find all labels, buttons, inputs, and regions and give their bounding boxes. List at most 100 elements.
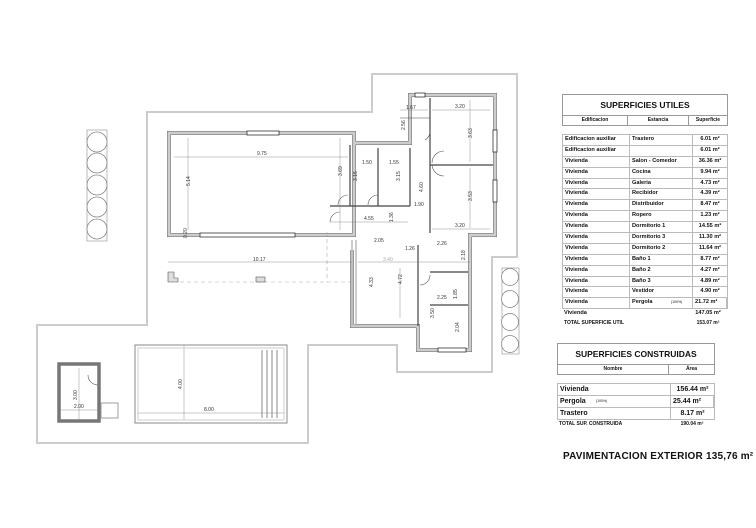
estancia-cell: Baño 3 bbox=[630, 276, 693, 287]
superficie-cell: 4.73 m² bbox=[700, 179, 720, 186]
pergola-note: (100%) bbox=[671, 300, 683, 305]
dim-label: 3.00 bbox=[73, 390, 79, 400]
pergola-note: (100%) bbox=[596, 399, 608, 403]
living-room-walls bbox=[167, 131, 356, 237]
edificacion-cell: Vivienda bbox=[563, 189, 630, 200]
estancia-cell: Vestidor bbox=[630, 287, 693, 298]
edificacion-cell: Vivienda bbox=[563, 298, 630, 309]
dim-label: 3.15 bbox=[353, 171, 359, 181]
edificacion-cell: Vivienda bbox=[563, 265, 630, 276]
dim-label: 2.04 bbox=[455, 322, 461, 332]
estancia-cell: Trastero bbox=[630, 135, 693, 145]
superficie-cell: 36.36 m² bbox=[698, 157, 722, 164]
estancia-cell: Distribuidor bbox=[630, 200, 693, 211]
dim-label: 4.60 bbox=[419, 182, 425, 192]
column-header: Superficie bbox=[695, 117, 721, 123]
dim-label: 1.36 bbox=[389, 212, 395, 222]
superficie-cell: 4.90 m² bbox=[700, 288, 720, 295]
dim-label: 1.50 bbox=[362, 160, 372, 166]
estancia-cell: Cocina bbox=[630, 167, 693, 178]
subtotal-value: 147.05 m² bbox=[695, 310, 721, 317]
tree-row-left bbox=[86, 129, 108, 242]
dim-label: 3.20 bbox=[455, 223, 465, 229]
edificacion-cell: Vivienda bbox=[563, 243, 630, 254]
dim-label: 1.55 bbox=[389, 160, 399, 166]
dim-label: 4.00 bbox=[178, 379, 184, 389]
superficie-cell: 8.47 m² bbox=[700, 201, 720, 208]
edificacion-cell: Vivienda bbox=[563, 254, 630, 265]
table-header: Edificacion Estancia Superficie bbox=[562, 116, 728, 126]
column-header: Estancia bbox=[628, 116, 689, 125]
dim-label: 1.26 bbox=[405, 246, 415, 252]
total-value: 153.07 m² bbox=[696, 320, 720, 327]
estancia-cell: Recibidor bbox=[630, 189, 693, 200]
table-row: Trastero 8.17 m² bbox=[557, 408, 715, 420]
estancia-cell: Ropero bbox=[630, 211, 693, 222]
edificacion-cell: Vivienda bbox=[563, 178, 630, 189]
estancia-cell: Baño 2 bbox=[630, 265, 693, 276]
superficie-cell: 6.01 m² bbox=[700, 136, 720, 142]
dim-label: 4.33 bbox=[369, 277, 375, 287]
dim-label: 3.15 bbox=[396, 171, 402, 181]
estancia-cell: Dormitorio 3 bbox=[630, 233, 693, 243]
estancia-cell: Dormitorio 1 bbox=[630, 222, 693, 233]
nombre-cell: Trastero bbox=[558, 408, 671, 419]
pavimentacion-exterior: PAVIMENTACION EXTERIOR 135,76 m² bbox=[563, 451, 754, 462]
column-header: Área bbox=[685, 366, 698, 372]
edificacion-cell: Vivienda bbox=[563, 200, 630, 211]
dim-label: 2.18 bbox=[461, 250, 467, 260]
superficies-utiles-table: SUPERFICIES UTILES Edificacion Estancia … bbox=[562, 94, 728, 329]
table-header: Nombre Área bbox=[557, 365, 715, 375]
dim-label: 5.14 bbox=[186, 176, 192, 186]
total-row: TOTAL SUP. CONSTRUIDA 190.04 m² bbox=[557, 420, 715, 430]
dim-label: 4.72 bbox=[398, 274, 404, 284]
superficie-cell: 21.72 m² bbox=[693, 298, 727, 309]
estancia-cell: Pergola bbox=[630, 298, 693, 309]
estancia-cell: Galeria bbox=[630, 178, 693, 189]
dim-label: 2.56 bbox=[401, 120, 407, 130]
edificacion-cell: Vivienda bbox=[563, 222, 630, 233]
superficie-cell: 4.39 m² bbox=[700, 190, 720, 197]
dim-label: 2.26 bbox=[437, 241, 447, 247]
dim-label: 0.20 bbox=[183, 228, 189, 238]
estancia-cell: Salon - Comedor bbox=[630, 156, 693, 167]
superficies-construidas-table: SUPERFICIES CONSTRUIDAS Nombre Área Vivi… bbox=[557, 343, 715, 430]
dim-label: 4.55 bbox=[364, 216, 374, 222]
subtotal-label: Vivienda bbox=[564, 310, 587, 317]
dim-label: 9.75 bbox=[257, 151, 267, 157]
column-header: Edificacion bbox=[563, 116, 628, 125]
dim-label: 8.00 bbox=[204, 407, 214, 413]
nombre-cell: Pergola bbox=[558, 396, 671, 407]
pool bbox=[134, 344, 288, 424]
superficie-cell: 14.55 m² bbox=[698, 223, 722, 230]
estancia-cell: Baño 1 bbox=[630, 254, 693, 265]
area-cell: 8.17 m² bbox=[680, 410, 705, 417]
total-label: TOTAL SUP. CONSTRUIDA bbox=[559, 421, 623, 427]
area-cell: 156.44 m² bbox=[676, 386, 709, 393]
dim-label: 2.00 bbox=[74, 404, 84, 410]
superficie-cell: 1.23 m² bbox=[700, 212, 720, 219]
dim-label: 10.17 bbox=[253, 257, 266, 263]
superficie-cell: 4.89 m² bbox=[700, 277, 720, 284]
table-title: SUPERFICIES CONSTRUIDAS bbox=[557, 343, 715, 365]
edificacion-cell: Vivienda bbox=[563, 167, 630, 178]
edificacion-cell: Vivienda bbox=[563, 276, 630, 287]
edificacion-cell: Vivienda bbox=[563, 287, 630, 298]
